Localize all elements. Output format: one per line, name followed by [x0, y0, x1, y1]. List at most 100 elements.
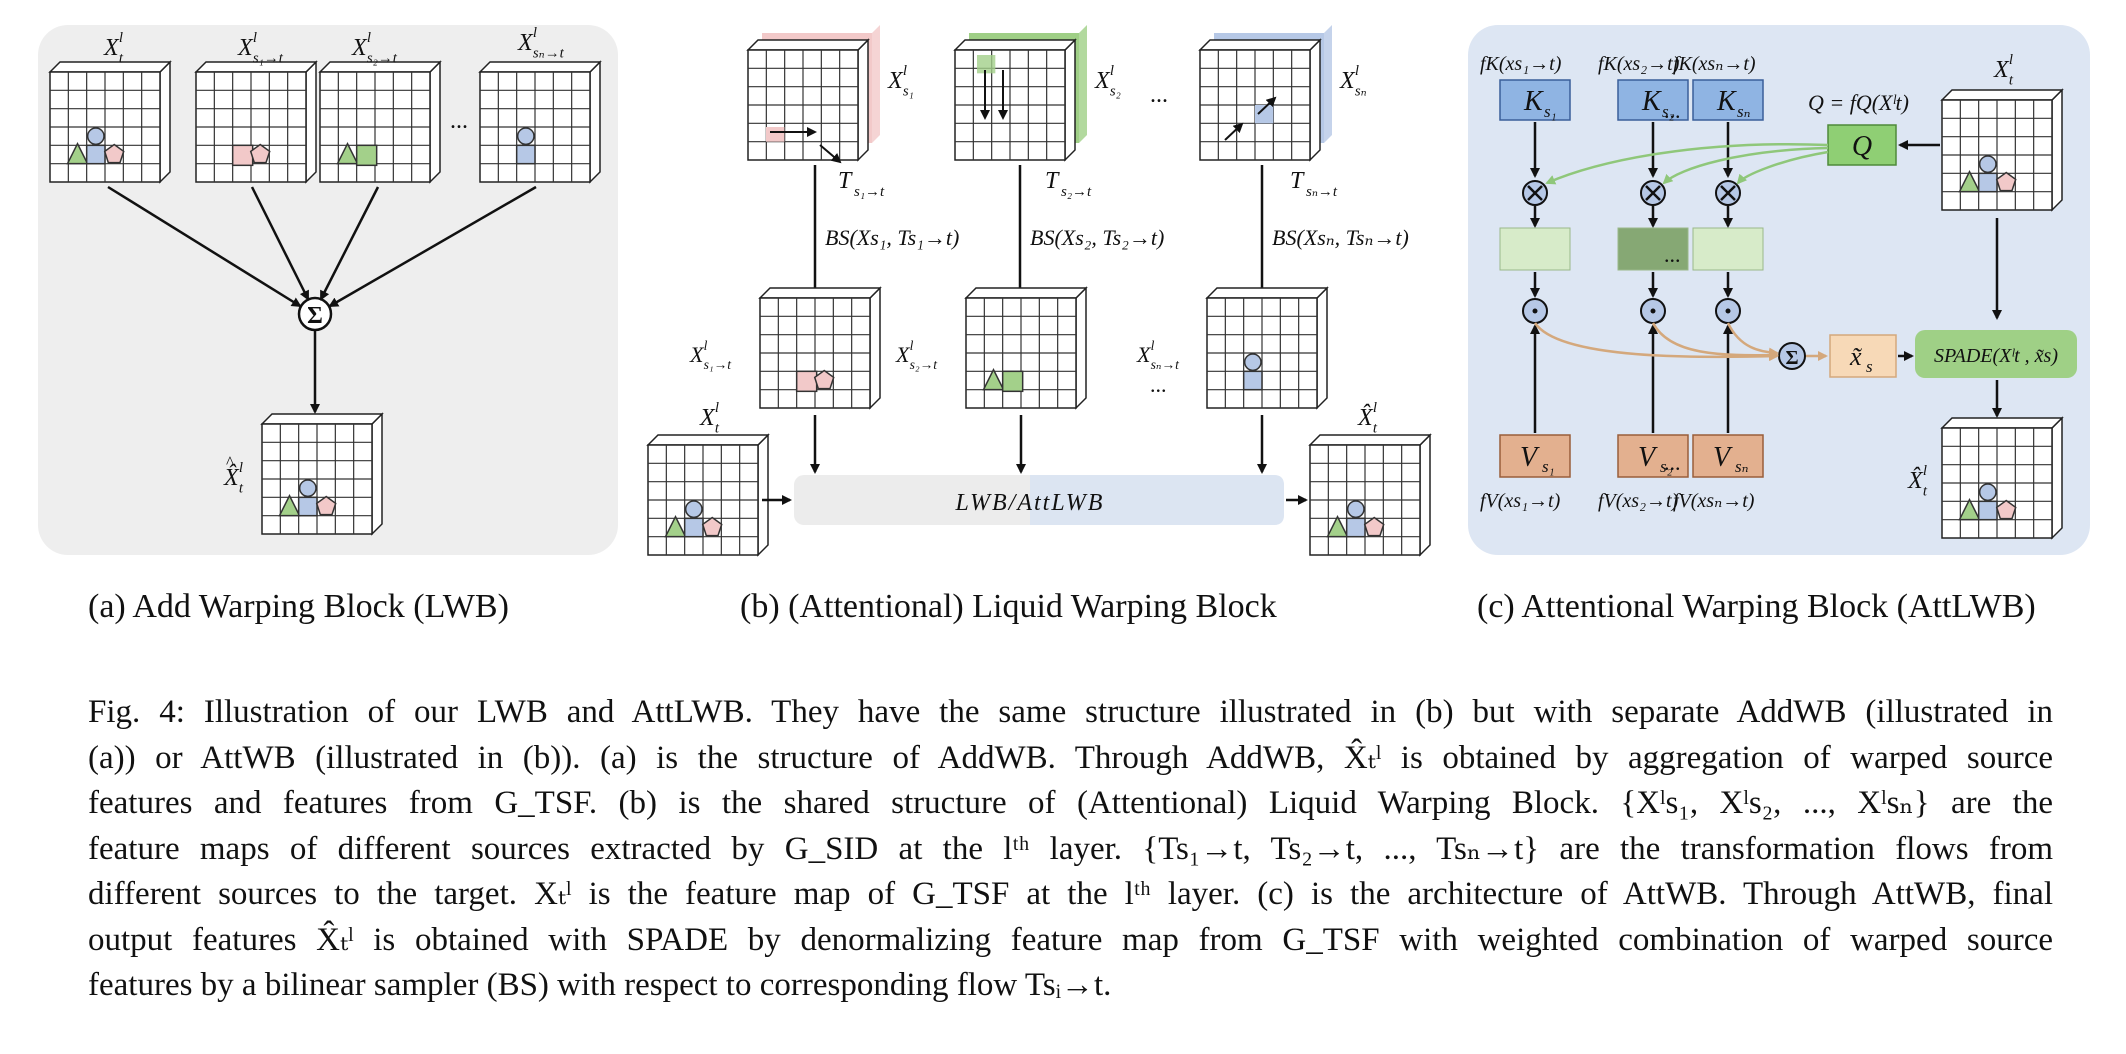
panel-c-output-figure-head — [1978, 483, 1997, 502]
panel-c-fv-label-1: fV(xs₂→t) — [1598, 490, 1679, 512]
panel-b-label-warped-1-sub: s₂→t — [910, 357, 939, 372]
panel-b-flow-sub-1: s₂→t — [1061, 184, 1092, 200]
panel-a-label-xs1-base: X — [237, 35, 254, 61]
panel-a-label-xt-sub: t — [119, 51, 124, 67]
panel-b-w2-green-square — [1001, 370, 1024, 393]
panel-c-dots-v: ... — [1664, 450, 1681, 475]
panel-c-v-label-2: V — [1713, 442, 1733, 473]
panel-b-flow-label-2: T — [1290, 168, 1305, 194]
panel-c-fv-label-0: fV(xs₁→t) — [1480, 490, 1561, 512]
panel-a-label-out-hat: ^ — [226, 453, 234, 472]
panel-c-label-out-sup: l — [1923, 463, 1927, 479]
panel-c-k-label-0: K — [1523, 86, 1544, 117]
subcaption-a: (a) Add Warping Block (LWB) — [88, 588, 509, 625]
panel-b-label-warped-2-sub: sₙ→t — [1151, 357, 1180, 372]
panel-b-block-bar-right — [1030, 475, 1284, 525]
panel-b-label-source-0-base: X — [887, 68, 904, 94]
panel-b-output-figure-triangle — [1326, 514, 1349, 538]
panel-a-grid-3 — [478, 60, 602, 184]
panel-b-source-shadow-edge-1 — [1079, 25, 1087, 143]
panel-a-output-grid-side — [371, 412, 383, 536]
panel-b-label-xt-sup: l — [715, 400, 719, 416]
panel-c-q-to-mul-2 — [1736, 150, 1829, 185]
panel-b-source-grid-2-top — [1198, 39, 1322, 51]
panel-a-sn-body — [515, 144, 536, 165]
panel-b-label-source-1-sup: l — [1110, 63, 1114, 79]
panel-b-label-out-base: X̂ — [1357, 404, 1374, 431]
panel-c-output-figure-body — [1977, 500, 1998, 521]
panel-b-target-figure-triangle — [664, 514, 687, 538]
panel-b-source-grid-1 — [953, 38, 1077, 162]
panel-c-target-figure-head — [1978, 155, 1997, 174]
panel-a-sum-symbol: Σ — [307, 303, 323, 329]
panel-c-v-box-2 — [1692, 434, 1764, 478]
panel-b-source-grid-0 — [746, 38, 870, 162]
panel-b-warped-grid-0 — [758, 286, 882, 410]
panel-b-label-out-sub: t — [1373, 421, 1378, 437]
panel-c-tilde-label: x̃ — [1849, 342, 1863, 371]
panel-b-source-grid-1-top — [953, 39, 1077, 51]
panel-b-s1-pink-patch — [766, 127, 785, 142]
panel-b-dots-top: ... — [1150, 82, 1168, 108]
panel-c-k-sub-2: sₙ — [1737, 102, 1751, 121]
panel-b-source-shadow-edge-2 — [1324, 25, 1332, 143]
panel-a-output-figure-pentagon — [315, 495, 337, 516]
panel-c-dot-center-1 — [1650, 308, 1656, 314]
panel-b-target-grid-side — [757, 433, 769, 557]
panel-a-grid-2 — [318, 60, 442, 184]
panel-a-label-xt-base: X — [103, 35, 120, 61]
subcaption-b: (b) (Attentional) Liquid Warping Block — [740, 588, 1277, 625]
panel-b-label-out-sup: l — [1373, 400, 1377, 416]
panel-b-source-grid-1-side — [1064, 38, 1076, 162]
panel-c-output-grid-side — [2051, 416, 2063, 540]
panel-b-source-shadow-edge-0 — [872, 25, 880, 143]
panel-b-label-warped-2-sup: l — [1151, 338, 1155, 353]
panel-a-arrow-2 — [250, 186, 310, 301]
panel-b-label-warped-1-sup: l — [910, 338, 914, 353]
panel-b-source-grid-2 — [1198, 38, 1322, 162]
panel-b-output-grid-side — [1419, 433, 1431, 557]
panel-b-sn-blue-patch — [1255, 105, 1274, 124]
panel-a-label-out-base: X̂ — [223, 464, 240, 491]
caption-line-2: (a)) or AttWB (illustrated in (b)). (a) … — [88, 739, 2053, 776]
panel-c-v-sub-2: sₙ — [1735, 457, 1749, 476]
panel-c-label-xt-sub: t — [2009, 73, 2014, 89]
panel-c-q-to-mul-1 — [1662, 146, 1829, 185]
panel-b-sn-flow-arrow-1 — [1224, 122, 1244, 141]
panel-c-target-figure-triangle — [1958, 169, 1981, 193]
panel-b-w1-pentagon — [813, 369, 835, 390]
panel-b-target-grid-top — [646, 434, 770, 446]
panel-b-w1-pink-square — [795, 370, 818, 393]
panel-a-label-xs1-sup: l — [253, 30, 257, 46]
panel-c-v-label-0: V — [1520, 442, 1540, 473]
panel-c-fv-label-2: fV(xsₙ→t) — [1673, 490, 1755, 512]
panel-c-q-label: Q — [1852, 131, 1872, 162]
panel-c-attention-map-1 — [1617, 227, 1689, 271]
panel-b-flow-label-1: T — [1045, 168, 1060, 194]
subcaption-c: (c) Attentional Warping Block (AttLWB) — [1477, 588, 2036, 625]
panel-a-output-figure-body — [297, 496, 318, 517]
panel-c-v-label-1: V — [1638, 442, 1658, 473]
panel-b-target-figure-body — [683, 517, 704, 538]
panel-b-target-figure-pentagon — [701, 516, 723, 537]
panel-c-output-grid-top — [1940, 417, 2064, 429]
panel-c-label-out-base: X̂ — [1907, 467, 1924, 494]
panel-a-s1-pink-square — [231, 144, 254, 167]
panel-a-arrow-4 — [328, 185, 537, 308]
panel-b-source-grid-2-side — [1309, 38, 1321, 162]
panel-a-label-xt-sup: l — [119, 30, 123, 46]
panel-b-label-warped-0-sub: s₁→t — [704, 357, 733, 372]
panel-c-q-to-mul-0 — [1545, 142, 1829, 185]
panel-a-output-figure-triangle — [278, 493, 301, 517]
panel-a-label-xs1-sub: s₁→t — [253, 51, 284, 67]
panel-b-flow-sub-2: sₙ→t — [1306, 184, 1338, 200]
panel-a-grid-2-side — [429, 60, 441, 184]
panel-b-target-figure-head — [684, 500, 703, 519]
panel-b-flow-sub-0: s₁→t — [854, 184, 885, 200]
